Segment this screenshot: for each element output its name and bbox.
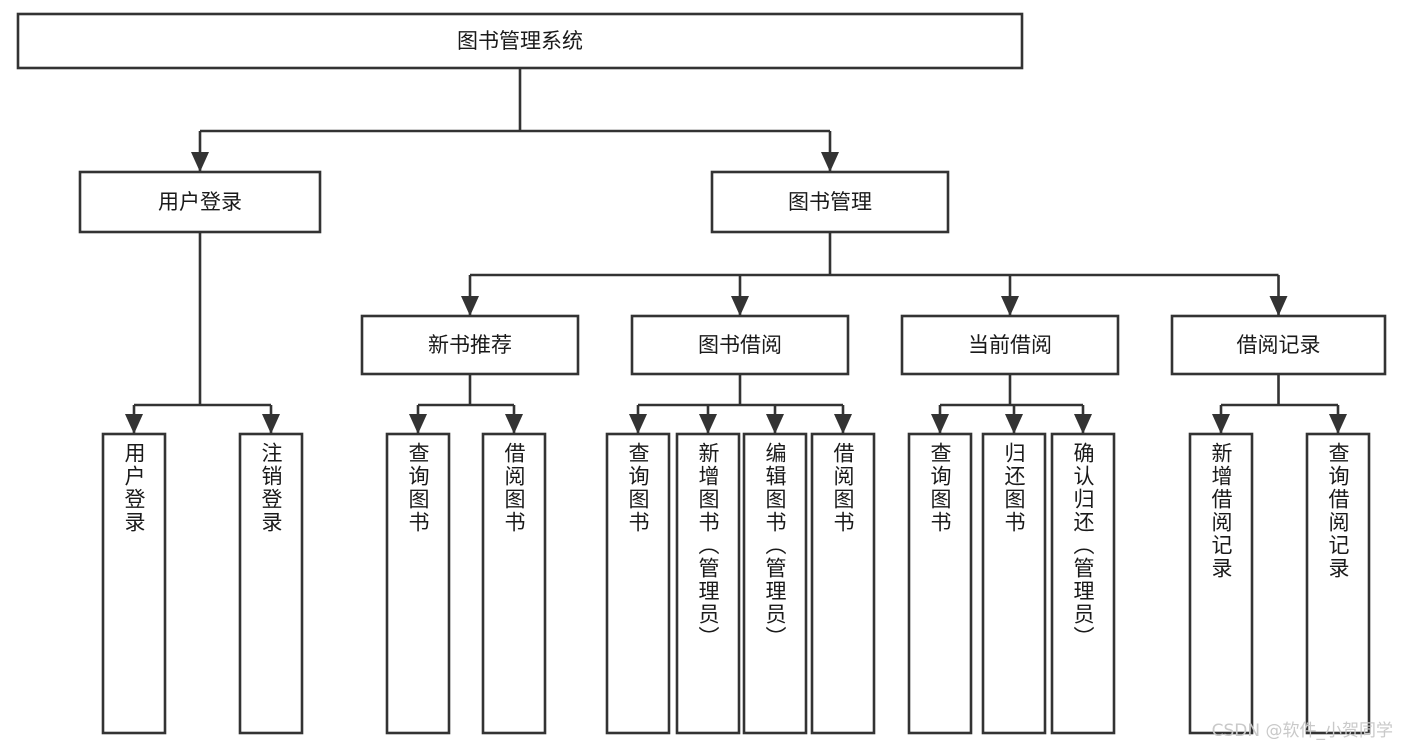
- level3-box-借阅记录[interactable]: [1170, 314, 1387, 376]
- leaf-box-查询图书[interactable]: [605, 432, 671, 735]
- arrow-head-归还图书: [1005, 414, 1023, 434]
- node-label-图书管理: 图书管理: [788, 190, 872, 214]
- arrow-head-借阅记录: [1269, 296, 1288, 316]
- arrow-head-确认归还管理员: [1074, 414, 1092, 434]
- leaf-box-查询图书[interactable]: [385, 432, 451, 735]
- leaf-box-新增图书管理员[interactable]: [675, 432, 741, 735]
- arrow-head-查询图书: [409, 414, 427, 434]
- leaf-box-借阅图书[interactable]: [810, 432, 876, 735]
- node-label-用户登录: 用户登录: [158, 190, 242, 214]
- node-label-新书推荐: 新书推荐: [428, 333, 512, 357]
- node-label-图书借阅: 图书借阅: [698, 333, 782, 357]
- level2-box-用户登录[interactable]: [78, 170, 322, 234]
- arrow-head-编辑图书管理员: [766, 414, 784, 434]
- arrow-head-图书管理: [821, 152, 839, 172]
- arrow-head-图书借阅: [731, 296, 749, 316]
- arrow-head-查询借阅记录: [1329, 414, 1347, 434]
- leaf-box-用户登录[interactable]: [101, 432, 167, 735]
- leaf-box-注销登录[interactable]: [238, 432, 304, 735]
- level3-box-图书借阅[interactable]: [630, 314, 850, 376]
- arrow-head-借阅图书: [834, 414, 852, 434]
- level3-box-当前借阅[interactable]: [900, 314, 1120, 376]
- node-label-当前借阅: 当前借阅: [968, 333, 1052, 357]
- arrow-head-新书推荐: [461, 296, 479, 316]
- arrow-head-借阅图书: [505, 414, 523, 434]
- leaf-box-归还图书[interactable]: [981, 432, 1047, 735]
- arrow-head-注销登录: [262, 414, 280, 434]
- leaf-box-借阅图书[interactable]: [481, 432, 547, 735]
- level2-box-图书管理[interactable]: [710, 170, 950, 234]
- level3-box-新书推荐[interactable]: [360, 314, 580, 376]
- leaf-box-确认归还管理员[interactable]: [1050, 432, 1116, 735]
- arrow-head-当前借阅: [1001, 296, 1019, 316]
- box-layer: [16, 12, 1387, 735]
- node-label-图书管理系统: 图书管理系统: [457, 29, 583, 53]
- arrow-head-新增借阅记录: [1212, 414, 1230, 434]
- leaf-box-编辑图书管理员[interactable]: [742, 432, 808, 735]
- arrow-head-新增图书管理员: [699, 414, 717, 434]
- leaf-box-新增借阅记录[interactable]: [1188, 432, 1254, 735]
- node-label-借阅记录: 借阅记录: [1237, 333, 1321, 357]
- arrow-head-用户登录: [125, 414, 143, 434]
- arrow-head-查询图书: [931, 414, 949, 434]
- arrow-head-用户登录: [191, 152, 209, 172]
- arrow-head-查询图书: [629, 414, 647, 434]
- leaf-box-查询借阅记录[interactable]: [1305, 432, 1371, 735]
- connector-layer: [125, 68, 1347, 434]
- root-box-图书管理系统[interactable]: [16, 12, 1024, 70]
- leaf-box-查询图书[interactable]: [907, 432, 973, 735]
